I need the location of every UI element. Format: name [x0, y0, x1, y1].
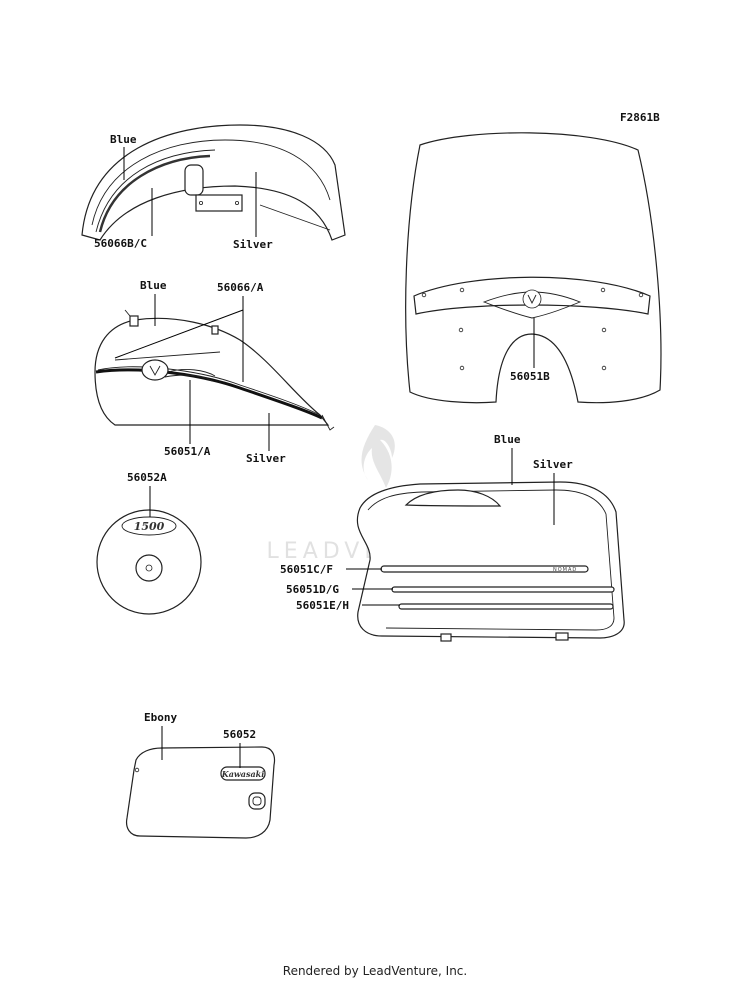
side-cover-badge-text: Kawasaki: [221, 769, 264, 779]
front-fender[interactable]: [81, 124, 346, 241]
diagram-code: F2861B: [620, 111, 660, 124]
saddlebag-stripe-2-label: 56051D/G: [286, 583, 339, 596]
saddlebag-color-blue-label: Blue: [494, 433, 521, 446]
tank-color-silver-label: Silver: [246, 452, 286, 465]
cover-badge-text: 1500: [134, 520, 165, 533]
saddlebag-lid[interactable]: NOMAD: [356, 481, 625, 642]
tank-upper-part-label: 56066/A: [217, 281, 264, 294]
fender-part-label: 56066B/C: [94, 237, 147, 250]
footer-credit: Rendered by LeadVenture, Inc.: [283, 964, 467, 978]
side-cover-part-label: 56052: [223, 728, 256, 741]
side-cover[interactable]: Kawasaki: [125, 746, 276, 839]
saddlebag-color-silver-label: Silver: [533, 458, 573, 471]
saddlebag-badge-text: NOMAD: [553, 567, 577, 573]
tank-lower-part-label: 56051/A: [164, 445, 211, 458]
fender-color-blue-label: Blue: [110, 133, 137, 146]
round-cover[interactable]: 1500: [96, 509, 202, 615]
fender-color-silver-label: Silver: [233, 238, 273, 251]
windshield[interactable]: [405, 132, 662, 404]
watermark-flame-icon: [361, 425, 395, 488]
tank-color-blue-label: Blue: [140, 279, 167, 292]
cover-part-label: 56052A: [127, 471, 167, 484]
saddlebag-stripe-1-label: 56051C/F: [280, 563, 333, 576]
fuel-tank[interactable]: [94, 309, 335, 431]
windshield-part-label: 56051B: [510, 370, 550, 383]
saddlebag-stripe-3-label: 56051E/H: [296, 599, 349, 612]
side-cover-color-label: Ebony: [144, 711, 177, 724]
